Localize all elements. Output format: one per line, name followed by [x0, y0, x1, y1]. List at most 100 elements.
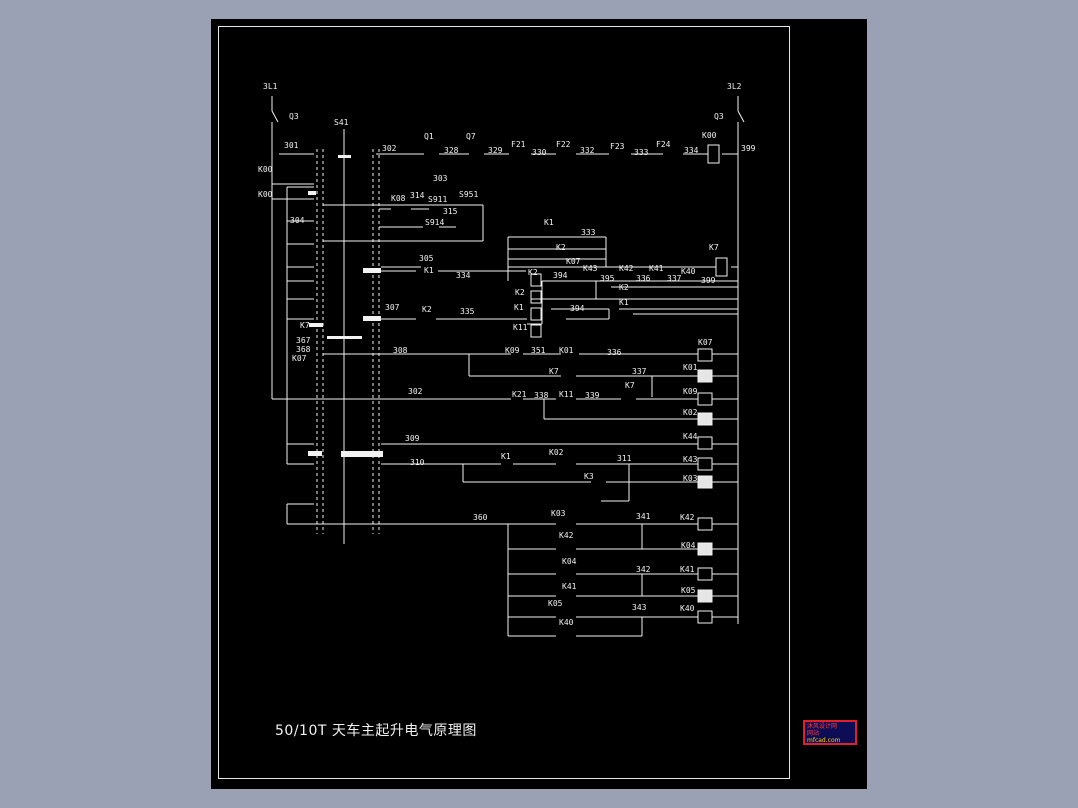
label-315: 315	[443, 207, 458, 216]
label-K02: K02	[683, 408, 698, 417]
label-F21: F21	[511, 140, 526, 149]
label-339: 339	[585, 391, 600, 400]
label-343: 343	[632, 603, 647, 612]
label-S914: S914	[425, 218, 444, 227]
label-367: 367	[296, 336, 311, 345]
label-K41-c: K41	[562, 582, 577, 591]
label-399: 399	[741, 144, 756, 153]
label-F22: F22	[556, 140, 571, 149]
drawing-sheet: 3L1 3L2 Q3 Q3 S41 301 302 Q1 328 Q7 329 …	[211, 19, 867, 789]
label-395: 395	[600, 274, 615, 283]
label-Q3-right: Q3	[714, 112, 724, 121]
label-K05: K05	[681, 586, 696, 595]
label-S951: S951	[459, 190, 478, 199]
label-K7-c: K7	[549, 367, 559, 376]
label-394: 394	[553, 271, 568, 280]
label-S41: S41	[334, 118, 349, 127]
watermark-line-1: 沐风设计网	[807, 723, 838, 730]
label-334-b: 334	[456, 271, 471, 280]
label-K40-b: K40	[680, 604, 695, 613]
label-305: 305	[419, 254, 434, 263]
label-K04: K04	[681, 541, 696, 550]
label-K43-b: K43	[683, 455, 698, 464]
label-304: 304	[290, 216, 305, 225]
label-311: 311	[617, 454, 632, 463]
label-334: 334	[684, 146, 699, 155]
label-F24: F24	[656, 140, 671, 149]
label-F23: F23	[610, 142, 625, 151]
label-K04-b: K04	[562, 557, 577, 566]
label-336-b: 336	[607, 348, 622, 357]
label-333: 333	[634, 148, 649, 157]
label-K08: K08	[391, 194, 406, 203]
label-K7: K7	[709, 243, 719, 252]
label-K42-c: K42	[559, 531, 574, 540]
label-K41: K41	[649, 264, 664, 273]
label-Q3-left: Q3	[289, 112, 299, 121]
label-K44: K44	[683, 432, 698, 441]
schematic: 3L1 3L2 Q3 Q3 S41 301 302 Q1 328 Q7 329 …	[258, 82, 756, 637]
label-K03-b: K03	[551, 509, 566, 518]
label-K07: K07	[566, 257, 581, 266]
label-K07-c: K07	[698, 338, 713, 347]
label-K03: K03	[683, 474, 698, 483]
label-337-b: 337	[632, 367, 647, 376]
label-K00: K00	[702, 131, 717, 140]
label-K09-b: K09	[683, 387, 698, 396]
label-368: 368	[296, 345, 311, 354]
label-394-b: 394	[570, 304, 585, 313]
label-337: 337	[667, 274, 682, 283]
label-360: 360	[473, 513, 488, 522]
label-K42: K42	[619, 264, 634, 273]
label-302: 302	[382, 144, 397, 153]
label-K2-d: K2	[619, 283, 629, 292]
label-K00-b: K00	[258, 165, 273, 174]
label-328: 328	[444, 146, 459, 155]
label-K1: K1	[544, 218, 554, 227]
label-K1-c: K1	[514, 303, 524, 312]
label-K07-b: K07	[292, 354, 307, 363]
label-351: 351	[531, 346, 546, 355]
drawing-title: 50/10T 天车主起升电气原理图	[275, 723, 477, 739]
label-302-b: 302	[408, 387, 423, 396]
label-K01: K01	[559, 346, 574, 355]
watermark-line-2: 网站	[807, 730, 820, 737]
label-307: 307	[385, 303, 400, 312]
label-333-b: 333	[581, 228, 596, 237]
label-K1-b: K1	[424, 266, 434, 275]
label-K21: K21	[512, 390, 527, 399]
contactor-coils	[530, 144, 728, 624]
label-310: 310	[410, 458, 425, 467]
label-309: 309	[405, 434, 420, 443]
watermark-line-3: mfcad.com	[807, 737, 841, 744]
label-K2-e: K2	[422, 305, 432, 314]
label-K05-b: K05	[548, 599, 563, 608]
label-308: 308	[393, 346, 408, 355]
label-K09: K09	[505, 346, 520, 355]
label-332: 332	[580, 146, 595, 155]
label-336: 336	[636, 274, 651, 283]
label-303: 303	[433, 174, 448, 183]
label-K01-b: K01	[683, 363, 698, 372]
bus-contacts	[308, 155, 383, 457]
label-S911: S911	[428, 195, 447, 204]
label-K3: K3	[584, 472, 594, 481]
label-K11-b: K11	[559, 390, 574, 399]
label-K2-c: K2	[515, 288, 525, 297]
label-3L2: 3L2	[727, 82, 742, 91]
label-K2: K2	[556, 243, 566, 252]
labels: 3L1 3L2 Q3 Q3 S41 301 302 Q1 328 Q7 329 …	[258, 82, 756, 627]
drawing-frame	[218, 26, 790, 779]
label-314: 314	[410, 191, 425, 200]
label-K1-e: K1	[501, 452, 511, 461]
label-K00-c: K00	[258, 190, 273, 199]
label-335: 335	[460, 307, 475, 316]
label-K43: K43	[583, 264, 598, 273]
label-K1-d: K1	[619, 298, 629, 307]
label-Q7: Q7	[466, 132, 476, 141]
label-342: 342	[636, 565, 651, 574]
label-K41-b: K41	[680, 565, 695, 574]
label-338: 338	[534, 391, 549, 400]
label-399-b: 399	[701, 276, 716, 285]
label-K2-b: K2	[528, 268, 538, 277]
